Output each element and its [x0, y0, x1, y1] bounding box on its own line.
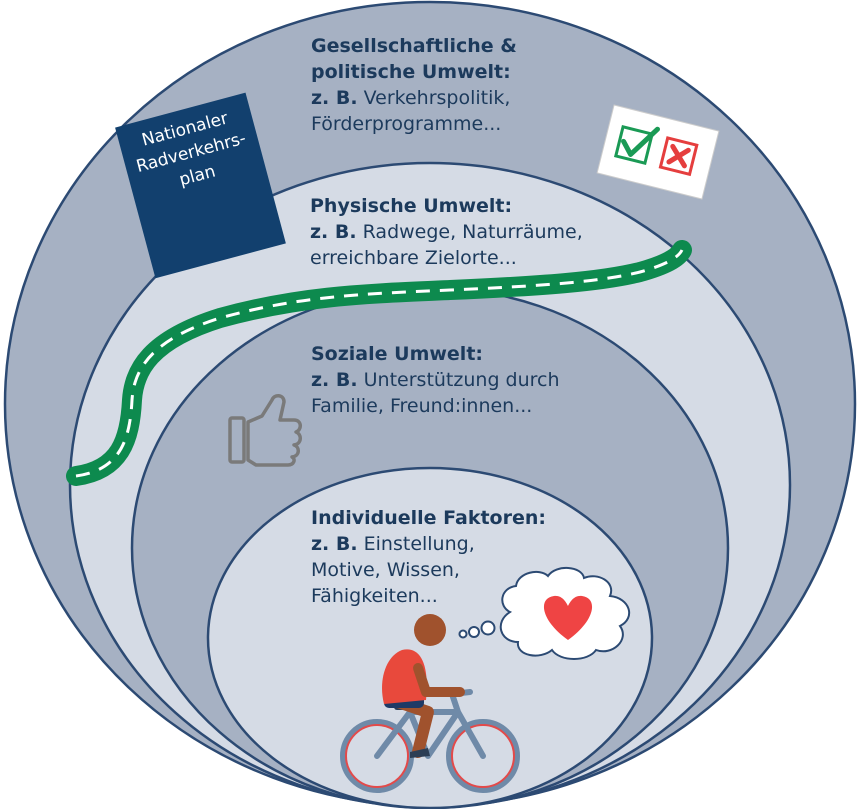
- social-example-prefix: z. B.: [311, 369, 358, 391]
- physical-text: Physische Umwelt: z. B. Radwege, Naturrä…: [310, 193, 583, 271]
- physical-title: Physische Umwelt:: [310, 195, 513, 217]
- checkbox-card: [596, 104, 720, 200]
- cyclist-icon: [340, 614, 520, 793]
- physical-example-1: Radwege, Naturräume,: [362, 221, 583, 243]
- societal-political-example-2: Förderprogramme...: [311, 113, 502, 135]
- thumbs-up-icon: [228, 394, 302, 467]
- societal-political-title-2: politische Umwelt:: [311, 61, 511, 83]
- individual-example-1: Einstellung,: [363, 533, 475, 555]
- societal-political-example-prefix: z. B.: [311, 87, 358, 109]
- individual-example-3: Fähigkeiten...: [311, 585, 438, 607]
- social-example-2: Familie, Freund:innen...: [311, 395, 533, 417]
- checkbox-cross-icon: [658, 136, 699, 177]
- individual-title: Individuelle Faktoren:: [311, 507, 546, 529]
- societal-political-title: Gesellschaftliche &: [311, 35, 517, 57]
- societal-political-text: Gesellschaftliche & politische Umwelt: z…: [311, 33, 517, 137]
- societal-political-example-1: Verkehrspolitik,: [363, 87, 511, 109]
- physical-example-2: erreichbare Zielorte...: [310, 247, 517, 269]
- checkbox-tick-icon: [613, 124, 661, 165]
- individual-example-prefix: z. B.: [311, 533, 358, 555]
- national-cycling-plan-sign: [115, 92, 286, 279]
- social-text: Soziale Umwelt: z. B. Unterstützung durc…: [311, 341, 560, 419]
- physical-example-prefix: z. B.: [310, 221, 357, 243]
- social-title: Soziale Umwelt:: [311, 343, 484, 365]
- cycle-path-road: [66, 240, 692, 486]
- individual-example-2: Motive, Wissen,: [311, 559, 460, 581]
- individual-text: Individuelle Faktoren: z. B. Einstellung…: [311, 505, 546, 609]
- heart-thought-bubble-icon: [458, 567, 631, 660]
- social-example-1: Unterstützung durch: [363, 369, 560, 391]
